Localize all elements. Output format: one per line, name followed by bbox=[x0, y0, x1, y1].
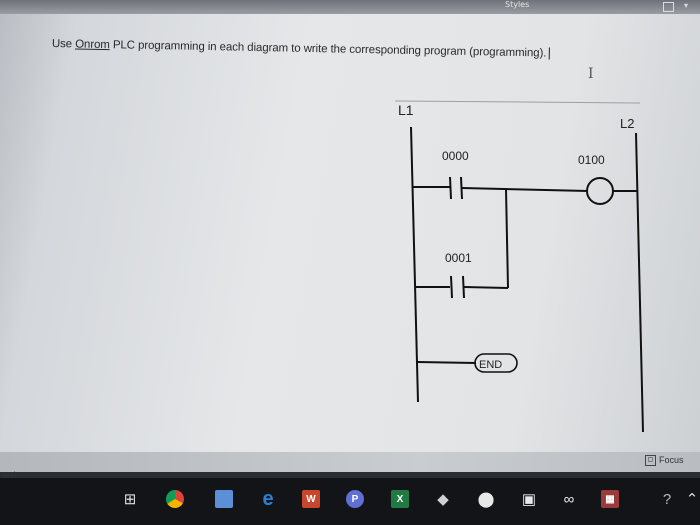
branch-vertical bbox=[505, 188, 509, 289]
dialog-launcher-icon[interactable] bbox=[663, 2, 674, 12]
edge-icon[interactable]: e bbox=[262, 487, 274, 510]
powerpoint-icon[interactable]: P bbox=[343, 487, 367, 511]
ribbon-styles-label[interactable]: Styles bbox=[505, 0, 530, 9]
chrome-icon[interactable] bbox=[163, 487, 187, 511]
help-icon[interactable]: ? bbox=[662, 490, 672, 508]
task-view-icon[interactable]: ⊞ bbox=[123, 491, 137, 508]
coil-0100-label: 0100 bbox=[578, 153, 605, 167]
branch-rung: 0001 bbox=[415, 188, 509, 299]
excel-icon[interactable]: X bbox=[388, 487, 412, 511]
contact-0001-right-plate bbox=[462, 275, 465, 299]
status-text: tes) bbox=[2, 470, 18, 480]
contact-0001-label: 0001 bbox=[445, 251, 472, 265]
end-instruction-box bbox=[474, 353, 518, 373]
ibeam-cursor-icon: I bbox=[588, 66, 594, 82]
bag-icon[interactable]: ▣ bbox=[521, 491, 537, 508]
contact-0000-right-plate bbox=[460, 176, 463, 200]
ladder-diagram: L1 L2 0000 0100 0001 END bbox=[394, 100, 644, 433]
location-icon[interactable]: ⬤ bbox=[477, 491, 495, 508]
end-wire bbox=[416, 361, 477, 364]
ribbon-strip: Styles ▾ bbox=[0, 0, 700, 14]
contact-0000-label: 0000 bbox=[442, 149, 469, 163]
infinity-icon[interactable]: ∞ bbox=[563, 490, 575, 508]
branch-wire-right bbox=[463, 286, 509, 289]
rung1-wire-mid bbox=[461, 187, 589, 192]
eraser-icon[interactable]: ◆ bbox=[437, 491, 449, 508]
contact-0000-left-plate bbox=[449, 176, 452, 200]
focus-icon[interactable]: ▢ bbox=[645, 455, 656, 466]
word-icon[interactable]: W bbox=[299, 487, 323, 511]
right-power-rail bbox=[635, 132, 644, 433]
end-rung: END bbox=[416, 353, 518, 373]
end-label: END bbox=[479, 359, 502, 371]
left-rail-label: L1 bbox=[398, 102, 414, 118]
ribbon-more-icon[interactable]: ▾ bbox=[684, 1, 689, 10]
rung-1: 0000 0100 bbox=[413, 149, 637, 205]
status-bar bbox=[0, 452, 700, 472]
diagram-top-border bbox=[394, 100, 641, 104]
coil-0100 bbox=[586, 177, 614, 205]
left-power-rail bbox=[410, 126, 419, 403]
store-icon[interactable] bbox=[212, 487, 236, 511]
chevron-up-icon[interactable]: ⌃ bbox=[685, 491, 699, 508]
calculator-icon[interactable]: ▦ bbox=[598, 487, 622, 511]
right-rail-label: L2 bbox=[620, 116, 634, 131]
document-page[interactable] bbox=[0, 14, 700, 470]
focus-label[interactable]: Focus bbox=[659, 455, 684, 465]
contact-0001-left-plate bbox=[450, 275, 453, 299]
